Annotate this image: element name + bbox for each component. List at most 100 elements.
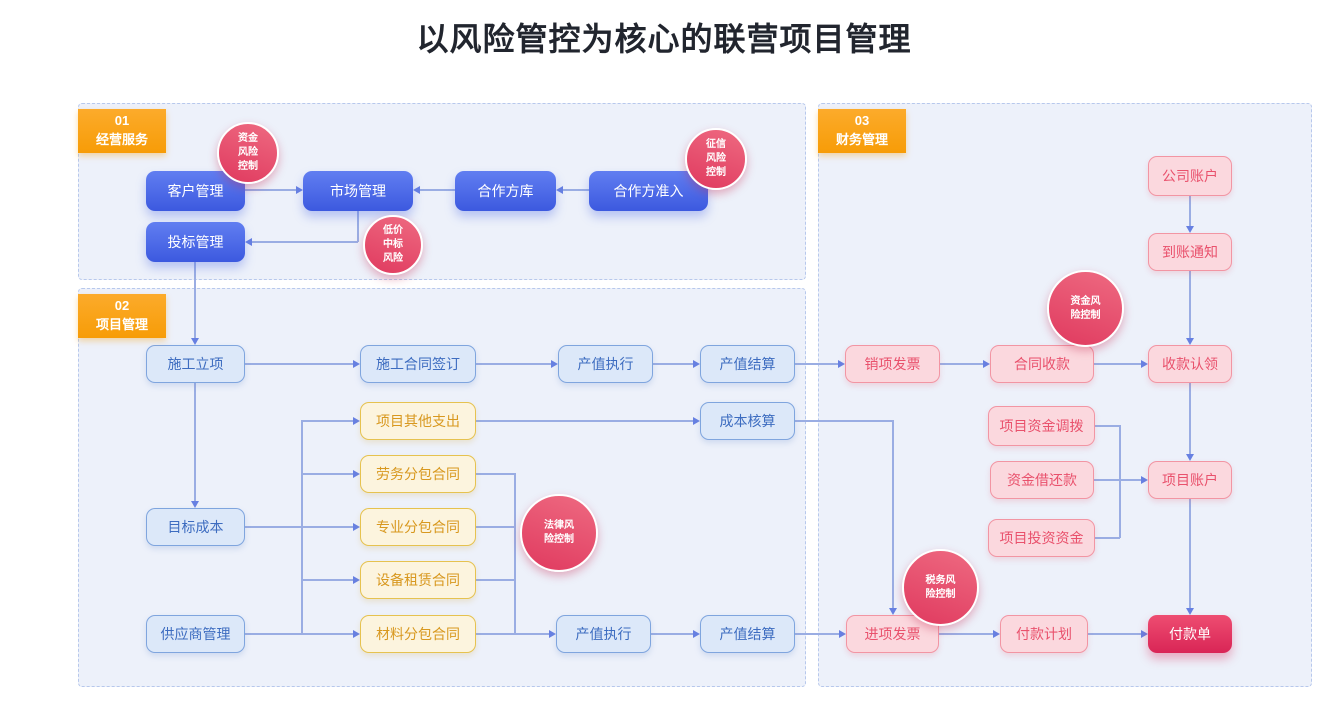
node-bidding-management: 投标管理 xyxy=(146,222,245,262)
flow-arrow xyxy=(889,608,897,615)
node-payment-plan: 付款计划 xyxy=(1000,615,1088,653)
node-sales-invoice: 销项发票 xyxy=(845,345,940,383)
flow-arrow xyxy=(1186,608,1194,615)
node-output-settlement-top: 产值结算 xyxy=(700,345,795,383)
flow-line xyxy=(1095,537,1120,539)
node-labor-subcontract: 劳务分包合同 xyxy=(360,455,476,493)
flow-line xyxy=(420,189,455,191)
flow-line xyxy=(940,363,983,365)
flow-arrow xyxy=(1186,454,1194,461)
flow-line xyxy=(245,363,353,365)
node-project-investment-fund: 项目投资资金 xyxy=(988,519,1095,557)
flow-line xyxy=(1189,499,1191,608)
flow-arrow xyxy=(191,501,199,508)
node-supplier-management: 供应商管理 xyxy=(146,615,245,653)
flow-arrow xyxy=(413,186,420,194)
flow-line xyxy=(1094,363,1141,365)
risk-badge-fund-risk-control-1: 资金 风险 控制 xyxy=(217,122,279,184)
node-other-project-expense: 项目其他支出 xyxy=(360,402,476,440)
risk-badge-credit-risk-control: 征信 风险 控制 xyxy=(685,128,747,190)
flow-arrow xyxy=(353,576,360,584)
flow-arrow xyxy=(353,470,360,478)
flow-line xyxy=(1094,479,1141,481)
node-arrival-notice: 到账通知 xyxy=(1148,233,1232,271)
node-company-account: 公司账户 xyxy=(1148,156,1232,196)
flow-line xyxy=(194,383,196,501)
node-market-management: 市场管理 xyxy=(303,171,413,211)
flow-line xyxy=(245,526,353,528)
node-output-settlement-bottom: 产值结算 xyxy=(700,615,795,653)
node-construction-contract-sign: 施工合同签订 xyxy=(360,345,476,383)
flow-line xyxy=(795,420,893,422)
node-equipment-lease-contract: 设备租赁合同 xyxy=(360,561,476,599)
flow-line xyxy=(1088,633,1141,635)
flow-line xyxy=(653,363,693,365)
flow-arrow xyxy=(839,630,846,638)
node-project-fund-transfer: 项目资金调拨 xyxy=(988,406,1095,446)
risk-badge-tax-risk-control: 税务风 险控制 xyxy=(902,549,979,626)
section-label-01: 01 经营服务 xyxy=(78,109,166,153)
flow-arrow xyxy=(245,238,252,246)
flow-line xyxy=(302,579,353,581)
flow-arrow xyxy=(551,360,558,368)
flow-arrow xyxy=(1186,338,1194,345)
node-professional-subcontract: 专业分包合同 xyxy=(360,508,476,546)
flow-line xyxy=(252,241,358,243)
risk-badge-fund-risk-control-2: 资金风 险控制 xyxy=(1047,270,1124,347)
flow-arrow xyxy=(1141,630,1148,638)
flow-arrow xyxy=(838,360,845,368)
node-project-initiation: 施工立项 xyxy=(146,345,245,383)
flow-line xyxy=(302,473,353,475)
risk-badge-legal-risk-control: 法律风 险控制 xyxy=(520,494,598,572)
flow-arrow xyxy=(693,630,700,638)
flow-arrow xyxy=(993,630,1000,638)
flow-line xyxy=(245,633,353,635)
flow-line xyxy=(651,633,693,635)
page-title: 以风险管控为核心的联营项目管理 xyxy=(416,21,912,57)
flow-arrow xyxy=(1141,476,1148,484)
flow-line xyxy=(1095,425,1120,427)
flow-arrow xyxy=(1186,226,1194,233)
section-label-02: 02 项目管理 xyxy=(78,294,166,338)
flow-line xyxy=(357,211,359,242)
flow-line xyxy=(476,526,515,528)
flow-line xyxy=(1189,271,1191,338)
flow-line xyxy=(476,363,551,365)
node-collection-claim: 收款认领 xyxy=(1148,345,1232,383)
flow-line xyxy=(194,262,196,338)
flow-line xyxy=(892,420,894,608)
flow-line xyxy=(476,579,515,581)
flow-line xyxy=(795,633,839,635)
flow-arrow xyxy=(983,360,990,368)
flow-line xyxy=(939,633,993,635)
flow-line xyxy=(514,473,516,634)
node-payment-order: 付款单 xyxy=(1148,615,1232,653)
flow-line xyxy=(1189,196,1191,226)
node-contract-collection: 合同收款 xyxy=(990,345,1094,383)
section-name: 项目管理 xyxy=(95,317,148,332)
flow-arrow xyxy=(693,417,700,425)
flow-arrow xyxy=(353,630,360,638)
section-label-03: 03 财务管理 xyxy=(818,109,906,153)
section-num: 03 xyxy=(854,113,870,129)
node-target-cost: 目标成本 xyxy=(146,508,245,546)
node-cost-accounting: 成本核算 xyxy=(700,402,795,440)
panel-finance-management xyxy=(818,103,1312,687)
flow-line xyxy=(1119,425,1121,538)
node-material-subcontract: 材料分包合同 xyxy=(360,615,476,653)
flow-arrow xyxy=(1141,360,1148,368)
flow-arrow xyxy=(296,186,303,194)
flow-line xyxy=(302,420,353,422)
flow-arrow xyxy=(353,360,360,368)
flow-line xyxy=(476,633,549,635)
flow-arrow xyxy=(353,417,360,425)
flow-arrow xyxy=(191,338,199,345)
node-project-account: 项目账户 xyxy=(1148,461,1232,499)
flow-line xyxy=(795,363,838,365)
flow-line xyxy=(563,189,589,191)
risk-badge-low-bid-risk: 低价 中标 风险 xyxy=(363,215,423,275)
node-output-execution-bottom: 产值执行 xyxy=(556,615,651,653)
flow-line xyxy=(1189,383,1191,454)
flow-arrow xyxy=(549,630,556,638)
